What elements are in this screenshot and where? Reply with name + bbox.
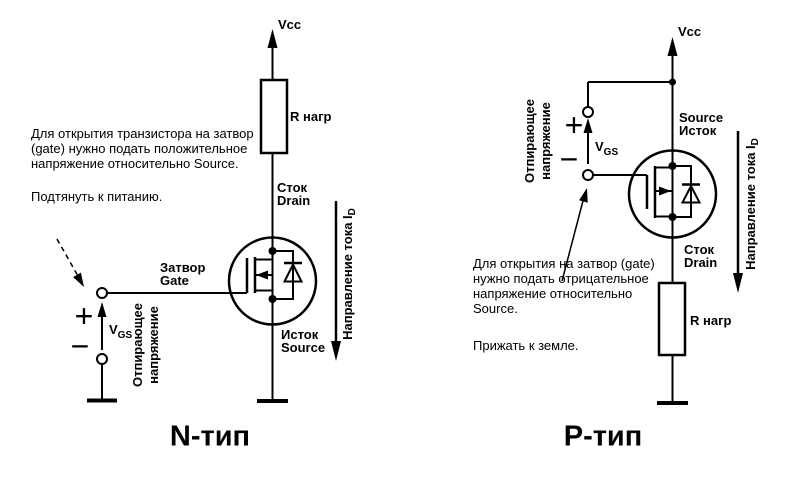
n-channel-arrow-icon bbox=[256, 270, 268, 280]
current-direction-label: Направление тока ID bbox=[340, 208, 358, 340]
load-resistor-label: R нагр bbox=[290, 109, 332, 124]
vcc-arrow-icon bbox=[667, 37, 678, 283]
minus-sign: − bbox=[559, 141, 579, 177]
minus-sign: − bbox=[70, 328, 90, 364]
body-diode-icon bbox=[672, 165, 702, 218]
drain-label: Сток Drain bbox=[684, 242, 718, 270]
mosfet-p-symbol bbox=[627, 149, 718, 239]
current-direction-label: Направление тока ID bbox=[743, 138, 761, 270]
vcc-arrow-icon bbox=[267, 29, 278, 80]
mosfet-n-symbol bbox=[227, 236, 318, 326]
n-type-note: Для открытия транзистора на затвор (gate… bbox=[31, 126, 254, 171]
vgs-lower-terminal bbox=[96, 353, 108, 365]
note-pointer-arrow-icon bbox=[56, 238, 84, 287]
enable-voltage-vertical-label: Отпирающее напряжение bbox=[130, 302, 161, 388]
plus-sign: + bbox=[564, 107, 584, 143]
load-resistor-symbol bbox=[657, 281, 687, 357]
vgs-upper-terminal bbox=[582, 106, 594, 118]
enable-voltage-vertical-label: Отпирающее напряжение bbox=[522, 98, 553, 184]
note-pointer-arrow-icon bbox=[561, 188, 588, 282]
p-type-note: Для открытия на затвор (gate) нужно пода… bbox=[473, 256, 655, 316]
p-type-note-footer: Прижать к земле. bbox=[473, 338, 579, 353]
vcc-label: Vcc bbox=[678, 24, 702, 39]
vgs-arrow-icon bbox=[97, 302, 107, 350]
vgs-label: VGS bbox=[109, 322, 133, 341]
vgs-label: VGS bbox=[595, 139, 619, 158]
rail-junction-dot bbox=[669, 78, 676, 86]
vcc-label: Vcc bbox=[278, 17, 302, 32]
n-type-title: N-тип bbox=[169, 420, 251, 453]
p-channel-arrow-icon bbox=[659, 186, 671, 196]
vgs-arrow-icon bbox=[583, 118, 593, 164]
source-label: Source Исток bbox=[679, 110, 724, 138]
n-type-circuit-graphics bbox=[56, 29, 341, 403]
n-type-note-footer: Подтянуть к питанию. bbox=[31, 189, 163, 204]
current-direction-arrow-icon bbox=[733, 131, 743, 293]
gate-label: Затвор Gate bbox=[160, 260, 206, 288]
source-label: Исток Source bbox=[281, 327, 326, 355]
plus-sign: + bbox=[74, 298, 94, 334]
p-type-title: P-тип bbox=[563, 420, 643, 453]
drain-label: Сток Drain bbox=[277, 180, 311, 208]
gate-terminal bbox=[582, 169, 594, 181]
current-direction-arrow-icon bbox=[331, 201, 341, 361]
load-resistor-symbol bbox=[259, 78, 289, 155]
gate-terminal bbox=[96, 287, 108, 299]
body-diode-icon bbox=[272, 250, 304, 300]
p-type-circuit-graphics bbox=[561, 37, 743, 405]
load-resistor-label: R нагр bbox=[690, 313, 732, 328]
